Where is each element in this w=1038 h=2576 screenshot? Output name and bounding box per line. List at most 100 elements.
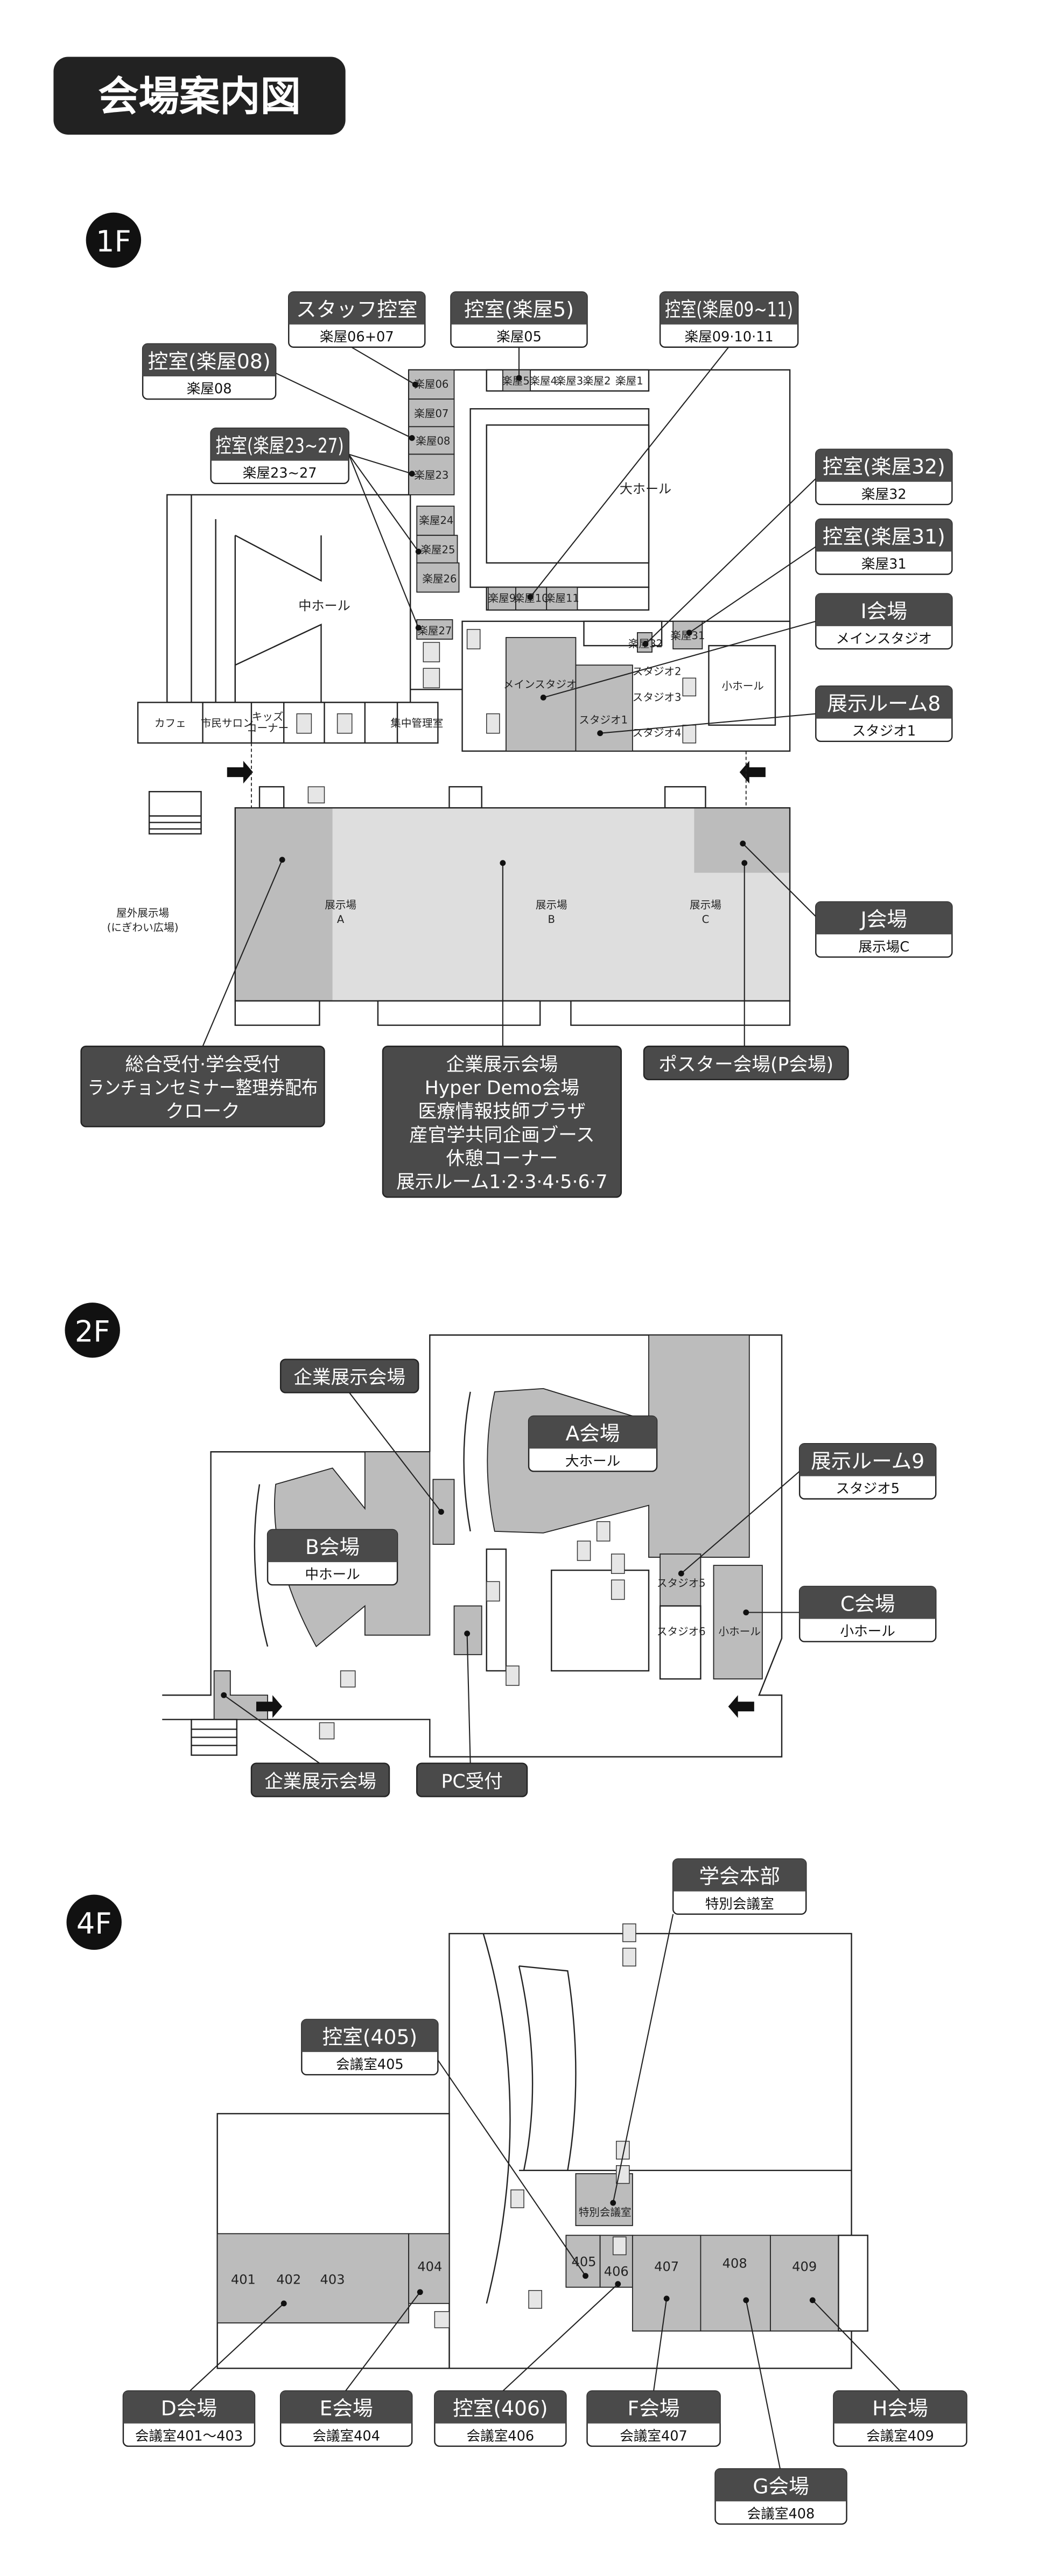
callout-box <box>279 1359 419 1394</box>
callout-subtitle: 特別会議室 <box>705 1896 774 1912</box>
room-gakuya08: 楽屋08 <box>416 435 450 447</box>
callout-title: 控室(楽屋08) <box>148 349 271 373</box>
restroom-icon <box>596 1521 611 1542</box>
stairs-icon <box>191 1719 238 1756</box>
floor-badge-1f <box>86 212 142 268</box>
room-small-hall: 小ホール <box>722 680 764 692</box>
callout-title: F会場 <box>628 2397 680 2420</box>
callout-box <box>382 1045 622 1198</box>
room-gakuya9: 楽屋9 <box>488 592 516 605</box>
room-studio2: スタジオ2 <box>633 665 682 677</box>
callout-title: B会場 <box>305 1535 360 1559</box>
callout-line: 企業展示会場 <box>293 1367 405 1389</box>
room-studio6: スタジオ6 <box>657 1626 706 1638</box>
room-studio1: スタジオ1 <box>579 714 628 726</box>
restroom-icon <box>423 668 440 689</box>
hall-b-label: 展示場 <box>536 899 567 911</box>
room-studio5: スタジオ5 <box>657 1577 706 1589</box>
hall-a-label: 展示場 <box>325 899 356 911</box>
room-gakuya24: 楽屋24 <box>419 514 453 527</box>
room-main-studio: メインスタジオ <box>503 678 577 690</box>
callout-title: A会場 <box>566 1422 620 1445</box>
callout-title: 展示ルーム9 <box>811 1449 924 1473</box>
callout-line: ポスター会場(P会場) <box>658 1054 833 1075</box>
callout-poster-venue: ポスター会場(P会場) <box>643 1045 849 1081</box>
callout-subtitle: 楽屋31 <box>861 556 907 572</box>
callout-gakuya5: 控室(楽屋5)楽屋05 <box>450 291 588 348</box>
escalator-icon <box>307 786 325 804</box>
floor-4f: 4F 401 402 403 404 特別会議室 405 406 407 408… <box>66 1858 967 2525</box>
room-407: 407 <box>654 2259 679 2274</box>
room-gakuya31: 楽屋31 <box>670 629 705 642</box>
room-gakuya27: 楽屋27 <box>417 625 452 637</box>
callout-subtitle: 会議室407 <box>620 2428 688 2444</box>
callout-line: ランチョンセミナー整理券配布 <box>88 1077 318 1099</box>
callout-line: 産官学共同企画ブース <box>409 1124 595 1146</box>
elevator-icon <box>466 629 481 649</box>
callout-subtitle: 会議室405 <box>336 2057 404 2073</box>
page-title-text: 会場案内図 <box>98 73 300 120</box>
callout-subtitle: 楽屋08 <box>187 381 232 397</box>
callout-subtitle: スタジオ1 <box>852 723 916 739</box>
room-studio3: スタジオ3 <box>633 691 682 703</box>
room-402: 402 <box>276 2272 301 2287</box>
room-kids-corner-1: キッズ <box>252 711 284 723</box>
escalator-icon <box>319 1722 335 1740</box>
room-408: 408 <box>723 2256 747 2271</box>
callout-subtitle: 会議室408 <box>747 2506 815 2522</box>
room-control: 集中管理室 <box>390 717 443 730</box>
outdoor-exhibit-label: 屋外展示場 <box>116 907 169 919</box>
callout-title: 控室(楽屋23~27) <box>216 434 344 458</box>
room-studio4: スタジオ4 <box>633 727 682 739</box>
floor-badge-2f <box>65 1303 120 1358</box>
room-large-hall: 大ホール <box>620 481 671 496</box>
callout-title: H会場 <box>872 2397 928 2420</box>
callout-subtitle: 楽屋32 <box>861 486 907 502</box>
room-civic-salon: 市民サロン <box>201 717 254 730</box>
hall-b-letter: B <box>548 913 555 926</box>
floor-label-1f: 1F <box>96 225 131 258</box>
callout-gakuya32: 控室(楽屋32) 楽屋32 <box>815 449 953 506</box>
callout-box <box>250 1762 390 1797</box>
callout-title: 控室(楽屋32) <box>823 455 945 479</box>
callout-title: 学会本部 <box>699 1865 780 1888</box>
callout-line: 医療情報技師プラザ <box>418 1101 586 1123</box>
escalator-icon <box>340 1670 356 1688</box>
callout-corporate-exhibit-2f-lower: 企業展示会場 <box>250 1762 390 1797</box>
room-gakuya4: 楽屋4 <box>529 375 557 387</box>
callout-subtitle: 楽屋06+07 <box>320 329 394 345</box>
room-gakuya3: 楽屋3 <box>556 375 584 387</box>
callout-subtitle: メインスタジオ <box>836 631 932 647</box>
restroom-icon <box>611 1579 625 1600</box>
room-small-hall-2f: 小ホール <box>719 1626 761 1638</box>
restroom-icon <box>423 642 440 662</box>
callout-gakuya31: 控室(楽屋31)楽屋31 <box>815 518 953 575</box>
restroom-icon <box>612 2236 627 2256</box>
entrance-arrow-icon <box>227 760 253 784</box>
room-special-conference: 特別会議室 <box>579 2206 632 2218</box>
entrance-arrow-icon <box>739 760 766 784</box>
callout-subtitle: 大ホール <box>565 1453 620 1469</box>
callout-subtitle: 楽屋05 <box>496 329 542 345</box>
elevator-icon <box>506 1665 520 1686</box>
entrance-arrow-icon <box>728 1695 754 1718</box>
callout-title: I会場 <box>861 599 907 623</box>
callout-subtitle: 楽屋23~27 <box>243 465 317 481</box>
restroom-icon <box>682 677 697 697</box>
callout-line: 展示ルーム1·2·3·4·5·6·7 <box>396 1172 607 1193</box>
callout-title: 控室(406) <box>453 2397 548 2420</box>
room-gakuya1: 楽屋1 <box>615 375 643 387</box>
outdoor-exhibit-sub: (にぎわい広場) <box>107 921 179 934</box>
floor-badge-4f <box>66 1894 122 1950</box>
elevator-icon <box>486 1581 500 1602</box>
